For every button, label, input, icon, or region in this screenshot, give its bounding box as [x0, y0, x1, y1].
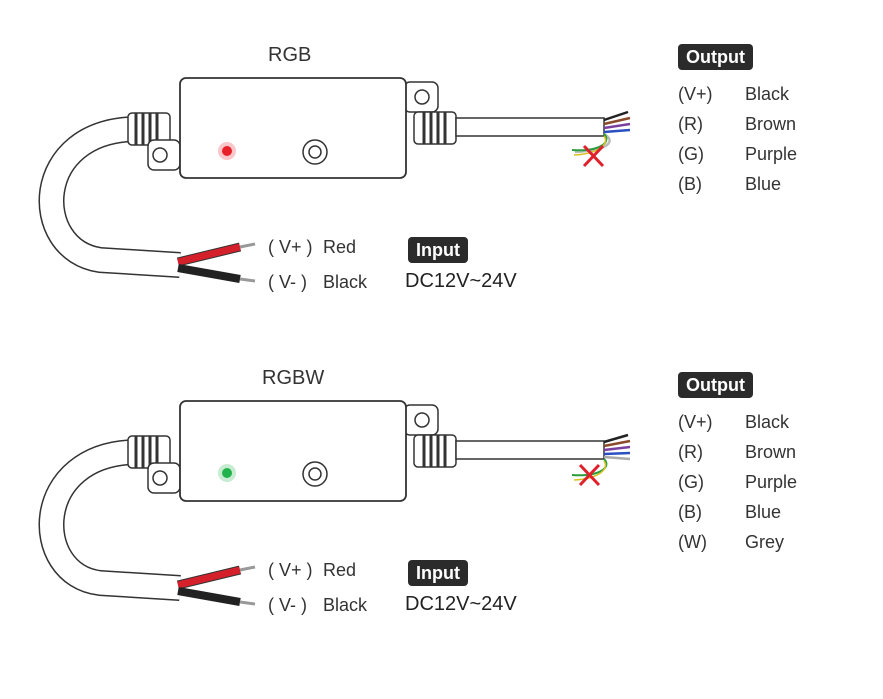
output-cable — [455, 117, 605, 137]
output-cable — [455, 440, 605, 460]
output-badge: Output — [678, 44, 753, 70]
input-voltage: DC12V~24V — [405, 593, 517, 615]
pin-wire: Black — [745, 84, 790, 104]
pin-wire: Blue — [745, 502, 782, 522]
controller-box — [179, 77, 407, 179]
input-badge: Input — [408, 237, 468, 263]
pin-code: (V+) — [678, 412, 713, 432]
diagram-title: RGB — [268, 44, 312, 66]
button-icon — [302, 461, 328, 487]
not-used-cross-icon — [582, 144, 605, 168]
pin-code: (B) — [678, 174, 702, 194]
pin-wire: Purple — [745, 472, 798, 492]
status-led — [222, 146, 232, 156]
rgb-diagram: RGB Output (V+) Black (R) Brown (G) Purp… — [0, 0, 883, 330]
rgbw-wiring-illustration — [38, 400, 631, 606]
not-used-cross-icon — [578, 463, 601, 487]
pin-code: (V+) — [678, 84, 713, 104]
right-strain-relief — [413, 434, 457, 468]
button-icon — [302, 139, 328, 165]
input-voltage: DC12V~24V — [405, 270, 517, 292]
input-black-wire — [177, 264, 241, 283]
status-led — [222, 468, 232, 478]
controller-box — [179, 400, 407, 502]
rgbw-diagram: RGBW Output (V+) Black (R) Brown (G) Pur… — [0, 325, 883, 655]
input-pos-wire: Red — [323, 560, 357, 580]
pin-code: (G) — [678, 472, 704, 492]
input-pos-code: ( V+ ) — [268, 560, 313, 580]
input-badge: Input — [408, 560, 468, 586]
pin-code: (W) — [678, 532, 707, 552]
output-badge: Output — [678, 372, 753, 398]
pin-wire: Brown — [745, 114, 797, 134]
pin-code: (R) — [678, 114, 703, 134]
input-pos-code: ( V+ ) — [268, 237, 313, 257]
pin-code: (B) — [678, 502, 702, 522]
pin-wire: Grey — [745, 532, 785, 552]
rgb-wiring-illustration — [38, 77, 631, 283]
input-neg-wire: Black — [323, 272, 368, 292]
input-neg-code: ( V- ) — [268, 272, 307, 292]
right-strain-relief — [413, 111, 457, 145]
input-black-wire — [177, 587, 241, 606]
pin-code: (R) — [678, 442, 703, 462]
pin-wire: Blue — [745, 174, 782, 194]
pin-code: (G) — [678, 144, 704, 164]
input-neg-code: ( V- ) — [268, 595, 307, 615]
input-neg-wire: Black — [323, 595, 368, 615]
pin-wire: Purple — [745, 144, 798, 164]
input-pos-wire: Red — [323, 237, 357, 257]
pin-wire: Brown — [745, 442, 797, 462]
output-wires — [571, 433, 631, 481]
left-strain-relief — [127, 435, 171, 469]
diagram-title: RGBW — [262, 367, 325, 389]
pin-wire: Black — [745, 412, 790, 432]
